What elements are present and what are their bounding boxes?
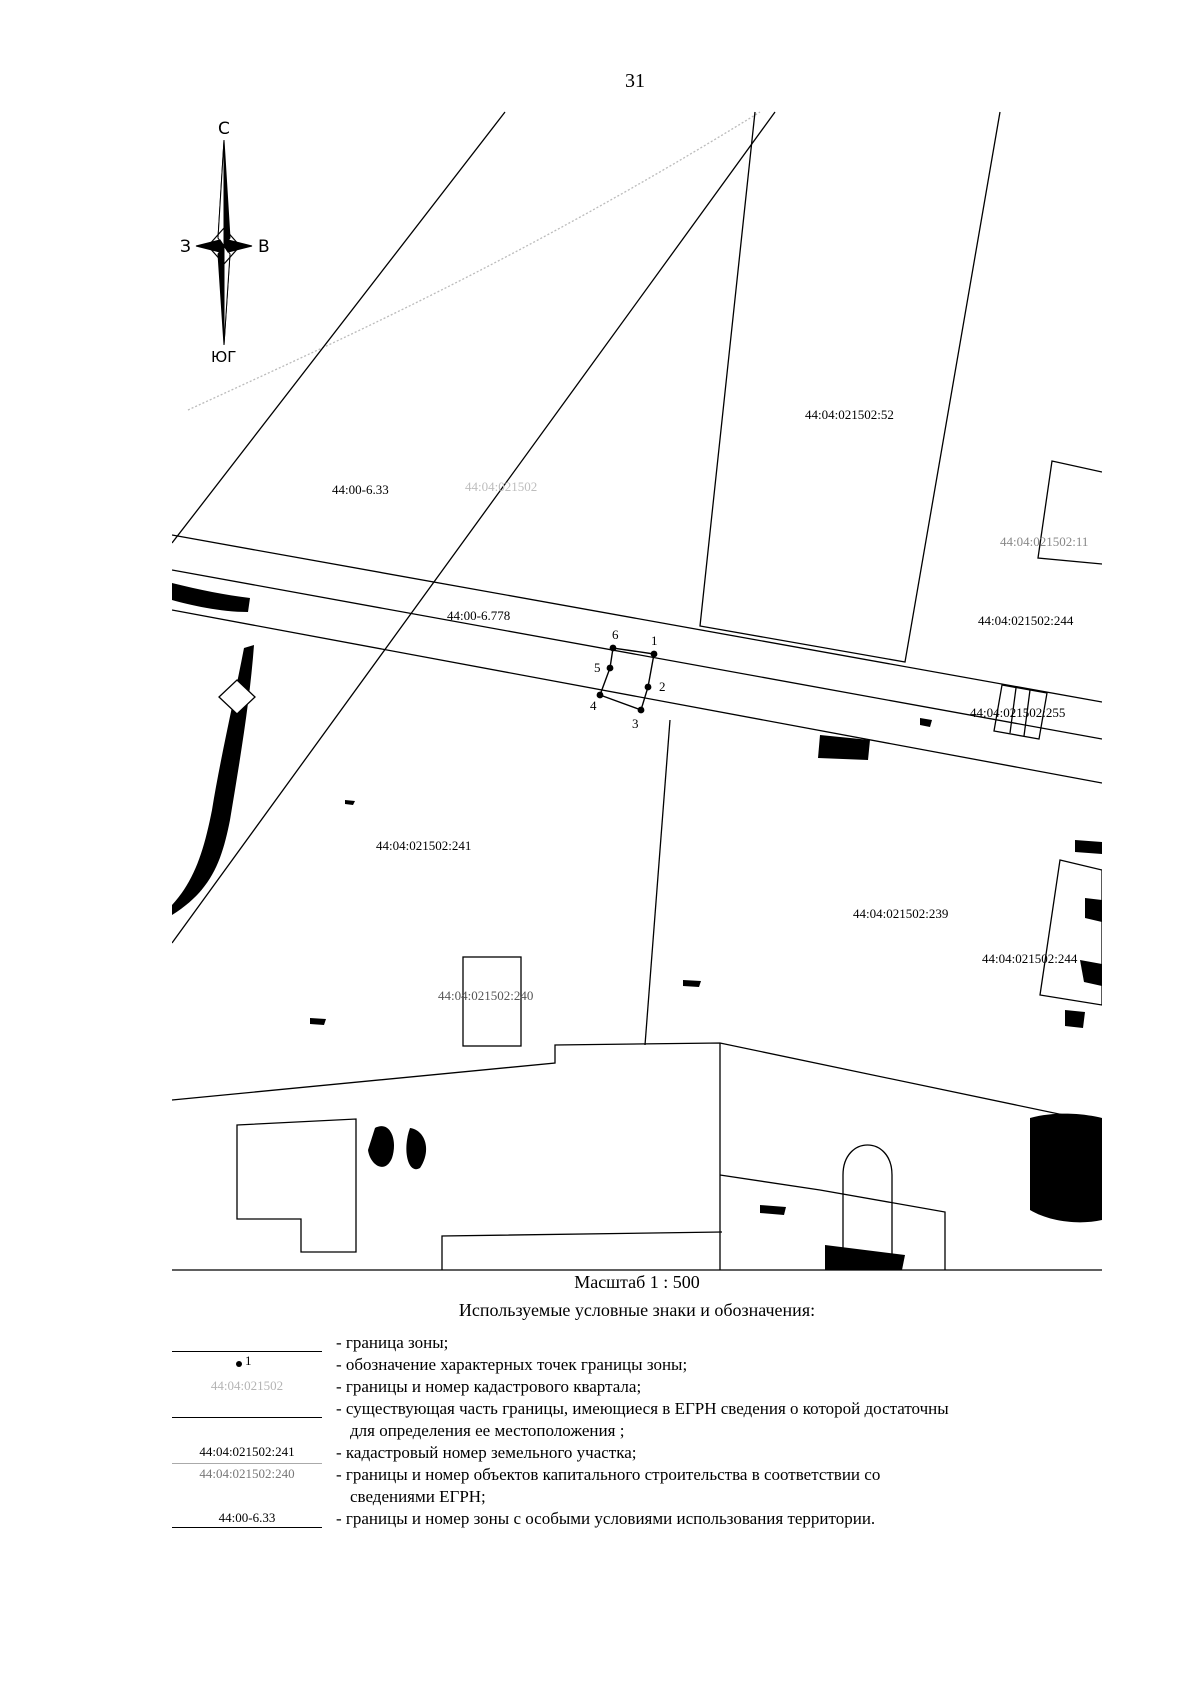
legend-point-number: 1 (245, 1353, 252, 1368)
legend-sample-quarter: 44:04:021502 (172, 1376, 322, 1398)
legend-item-text: - кадастровый номер земельного участка; (336, 1443, 637, 1462)
zone-boundary-polygon: 1 2 3 4 5 6 (590, 627, 666, 731)
legend-item: 44:04:021502:240 - границы и номер объек… (172, 1463, 1072, 1508)
road-boundary (172, 609, 1102, 784)
parcel-label-244: 44:04:021502:244 (978, 613, 1074, 628)
parcel-boundary (1037, 460, 1102, 565)
parcel-boundary (699, 111, 1001, 663)
compass-rose: С ЮГ З В (180, 119, 270, 366)
legend-item-line: - границы и номер объектов капитального … (336, 1465, 881, 1484)
boundary-point-label: 4 (590, 698, 597, 713)
parcel-label-right: 44:04:021502:244 (982, 951, 1078, 966)
quarter-label: 44:04:021502 (465, 479, 537, 494)
legend-building-number: 44:04:021502:240 (199, 1466, 295, 1481)
legend-sample-parcel: 44:04:021502:241 (172, 1442, 322, 1464)
legend-item-text: - границы и номер зоны с особыми условия… (336, 1509, 876, 1528)
compass-west-label: З (180, 237, 191, 257)
legend-item-continuation: сведениями ЕГРН; (350, 1487, 486, 1506)
compass-east-arrow (223, 239, 253, 253)
parcel-label-239: 44:04:021502:239 (853, 906, 948, 921)
map-scale: Масштаб 1 : 500 (574, 1272, 700, 1292)
legend-item-text: - существующая часть границы, имеющиеся … (322, 1398, 949, 1442)
compass-west-arrow (195, 239, 225, 253)
legend: - граница зоны; 1 - обозначение характер… (172, 1332, 1072, 1530)
building-outline (842, 1144, 893, 1270)
parcel-label-52: 44:04:021502:52 (805, 407, 894, 422)
building-outline (1039, 859, 1102, 1006)
legend-item: 1 - обозначение характерных точек границ… (172, 1353, 1072, 1376)
boundary-point-label: 3 (632, 716, 639, 731)
legend-item-text: - границы и номер кадастрового квартала; (336, 1377, 642, 1396)
building-outline (993, 684, 1048, 740)
boundary-point (650, 650, 658, 658)
boundary-point-label: 1 (651, 633, 658, 648)
legend-item: - граница зоны; (172, 1332, 1072, 1354)
building-outline (462, 956, 522, 1047)
compass-north-arrow-light (217, 139, 225, 248)
boundary-point-label: 5 (594, 660, 601, 675)
legend-item: 44:00-6.33 - границы и номер зоны с особ… (172, 1508, 1072, 1530)
compass-north-label: С (218, 119, 230, 139)
building-label-240: 44:04:021502:240 (438, 988, 533, 1003)
boundary-point (596, 691, 604, 699)
boundary-point-label: 6 (612, 627, 619, 642)
legend-item-line: - существующая часть границы, имеющиеся … (336, 1399, 949, 1418)
quarter-boundary (187, 111, 761, 411)
boundary-point (609, 644, 617, 652)
compass-east-label: В (258, 237, 270, 257)
legend-sample-building: 44:04:021502:240 (172, 1463, 322, 1486)
legend-item: 44:04:021502 - границы и номер кадастров… (172, 1376, 1072, 1398)
legend-item: 44:04:021502:241 - кадастровый номер зем… (172, 1442, 1072, 1464)
zone-label-6778: 44:00-6.778 (447, 608, 510, 623)
road-boundary (172, 569, 1102, 740)
page-number: 31 (625, 70, 645, 92)
zone-label-633: 44:00-6.33 (332, 482, 389, 497)
legend-sample-point: 1 (172, 1353, 322, 1376)
zone-boundary-line (172, 111, 506, 544)
boundary-point-label: 2 (659, 679, 666, 694)
compass-south-label: ЮГ (211, 348, 236, 366)
parcel-label-241: 44:04:021502:241 (376, 838, 471, 853)
parcel-boundary (644, 719, 671, 1046)
boundary-point (637, 706, 645, 714)
legend-sample-zone-boundary (172, 1332, 322, 1354)
boundary-point (644, 683, 652, 691)
cadastral-map: С ЮГ З В (172, 111, 1102, 1271)
zone-boundary-line (172, 111, 776, 944)
legend-item-text: - границы и номер объектов капитального … (322, 1464, 880, 1508)
legend-zone-number: 44:00-6.33 (218, 1510, 276, 1525)
legend-item-text: - обозначение характерных точек границы … (336, 1355, 688, 1374)
legend-item: - существующая часть границы, имеющиеся … (172, 1398, 1072, 1442)
road-boundary (172, 534, 1102, 703)
legend-item-continuation: для определения ее местоположения ; (350, 1421, 625, 1440)
boundary-point (606, 664, 614, 672)
marker-diamond (218, 679, 256, 715)
legend-sample-special-zone: 44:00-6.33 (172, 1508, 322, 1530)
legend-parcel-number: 44:04:021502:241 (199, 1444, 295, 1459)
building-outline (236, 1118, 357, 1253)
legend-title: Используемые условные знаки и обозначени… (458, 1300, 816, 1320)
map-blots (172, 583, 1102, 1270)
legend-quarter-number: 44:04:021502 (210, 1378, 284, 1393)
parcel-label-255: 44:04:021502:255 (970, 705, 1065, 720)
point-icon (236, 1361, 242, 1367)
parcel-boundary (172, 1042, 1102, 1124)
legend-sample-existing-boundary (172, 1398, 322, 1420)
legend-item-text: - граница зоны; (336, 1333, 449, 1352)
parcel-label-11: 44:04:021502:11 (1000, 534, 1088, 549)
